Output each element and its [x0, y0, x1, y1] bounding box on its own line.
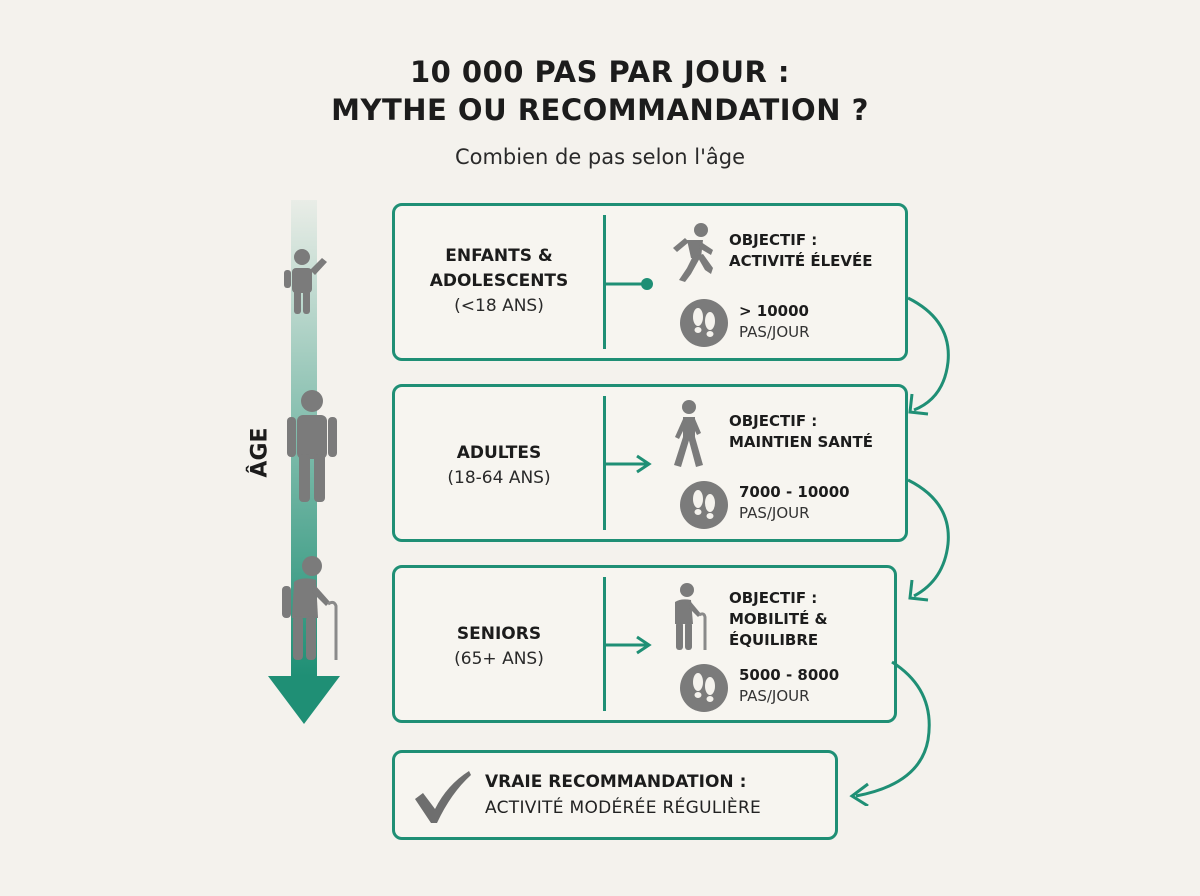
flow-arrow-2	[907, 478, 950, 602]
card-divider	[603, 215, 606, 349]
child-figure-icon	[284, 249, 327, 314]
footprints-icon	[680, 481, 728, 529]
steps-unit-adults: PAS/JOUR	[739, 504, 810, 522]
age-axis-label: ÂGE	[247, 427, 273, 478]
arrow-connector	[605, 635, 652, 655]
goal-label-adults-1: OBJECTIF :	[729, 412, 818, 430]
group-name-adults: ADULTES	[456, 443, 542, 463]
result-text: ACTIVITÉ MODÉRÉE RÉGULIÈRE	[485, 798, 762, 818]
footprints-icon	[680, 664, 728, 712]
steps-unit-seniors: PAS/JOUR	[739, 687, 810, 705]
group-name-children-2: ADOLESCENTS	[429, 271, 569, 291]
flow-arrow-1	[907, 296, 950, 416]
goal-label-adults-2: MAINTIEN SANTÉ	[729, 433, 873, 451]
group-name-children-1: ENFANTS &	[445, 246, 553, 266]
goal-label-children-2: ACTIVITÉ ÉLEVÉE	[729, 252, 873, 270]
checkmark-icon	[415, 771, 471, 823]
card-divider	[603, 396, 606, 530]
flow-arrow-3	[849, 660, 931, 806]
arrow-connector	[605, 454, 652, 474]
dot-connector	[605, 278, 653, 290]
card-result: VRAIE RECOMMANDATION : ACTIVITÉ MODÉRÉE …	[392, 750, 838, 840]
title-line-1: 10 000 PAS PAR JOUR :	[409, 55, 791, 89]
goal-label-seniors-2: MOBILITÉ &	[729, 610, 828, 628]
group-range-seniors: (65+ ANS)	[454, 649, 544, 669]
senior-with-cane-icon	[675, 583, 707, 650]
card-divider	[603, 577, 606, 711]
group-range-children: (<18 ANS)	[454, 296, 544, 316]
card-adults: ADULTES (18-64 ANS) OBJECTIF : MAINTIEN …	[392, 384, 908, 542]
steps-unit-children: PAS/JOUR	[739, 323, 810, 341]
steps-value-children: > 10000	[739, 302, 809, 320]
steps-value-seniors: 5000 - 8000	[739, 666, 840, 684]
walking-person-icon	[674, 400, 703, 467]
card-children: ENFANTS & ADOLESCENTS (<18 ANS) OBJECTIF…	[392, 203, 908, 361]
goal-label-seniors-1: OBJECTIF :	[729, 589, 818, 607]
goal-label-children-1: OBJECTIF :	[729, 231, 818, 249]
title-line-2: MYTHE OU RECOMMANDATION ?	[331, 93, 869, 127]
subtitle: Combien de pas selon l'âge	[454, 145, 746, 169]
footprints-icon	[680, 299, 728, 347]
result-title: VRAIE RECOMMANDATION :	[485, 772, 747, 792]
card-seniors: SENIORS (65+ ANS) OBJECTIF : MOBILITÉ & …	[392, 565, 897, 723]
goal-label-seniors-3: ÉQUILIBRE	[729, 631, 819, 649]
steps-value-adults: 7000 - 10000	[739, 483, 850, 501]
running-person-icon	[673, 223, 713, 282]
group-name-seniors: SENIORS	[456, 624, 542, 644]
senior-figure-icon	[282, 556, 338, 660]
group-range-adults: (18-64 ANS)	[447, 468, 551, 488]
adult-figure-icon	[287, 390, 337, 502]
